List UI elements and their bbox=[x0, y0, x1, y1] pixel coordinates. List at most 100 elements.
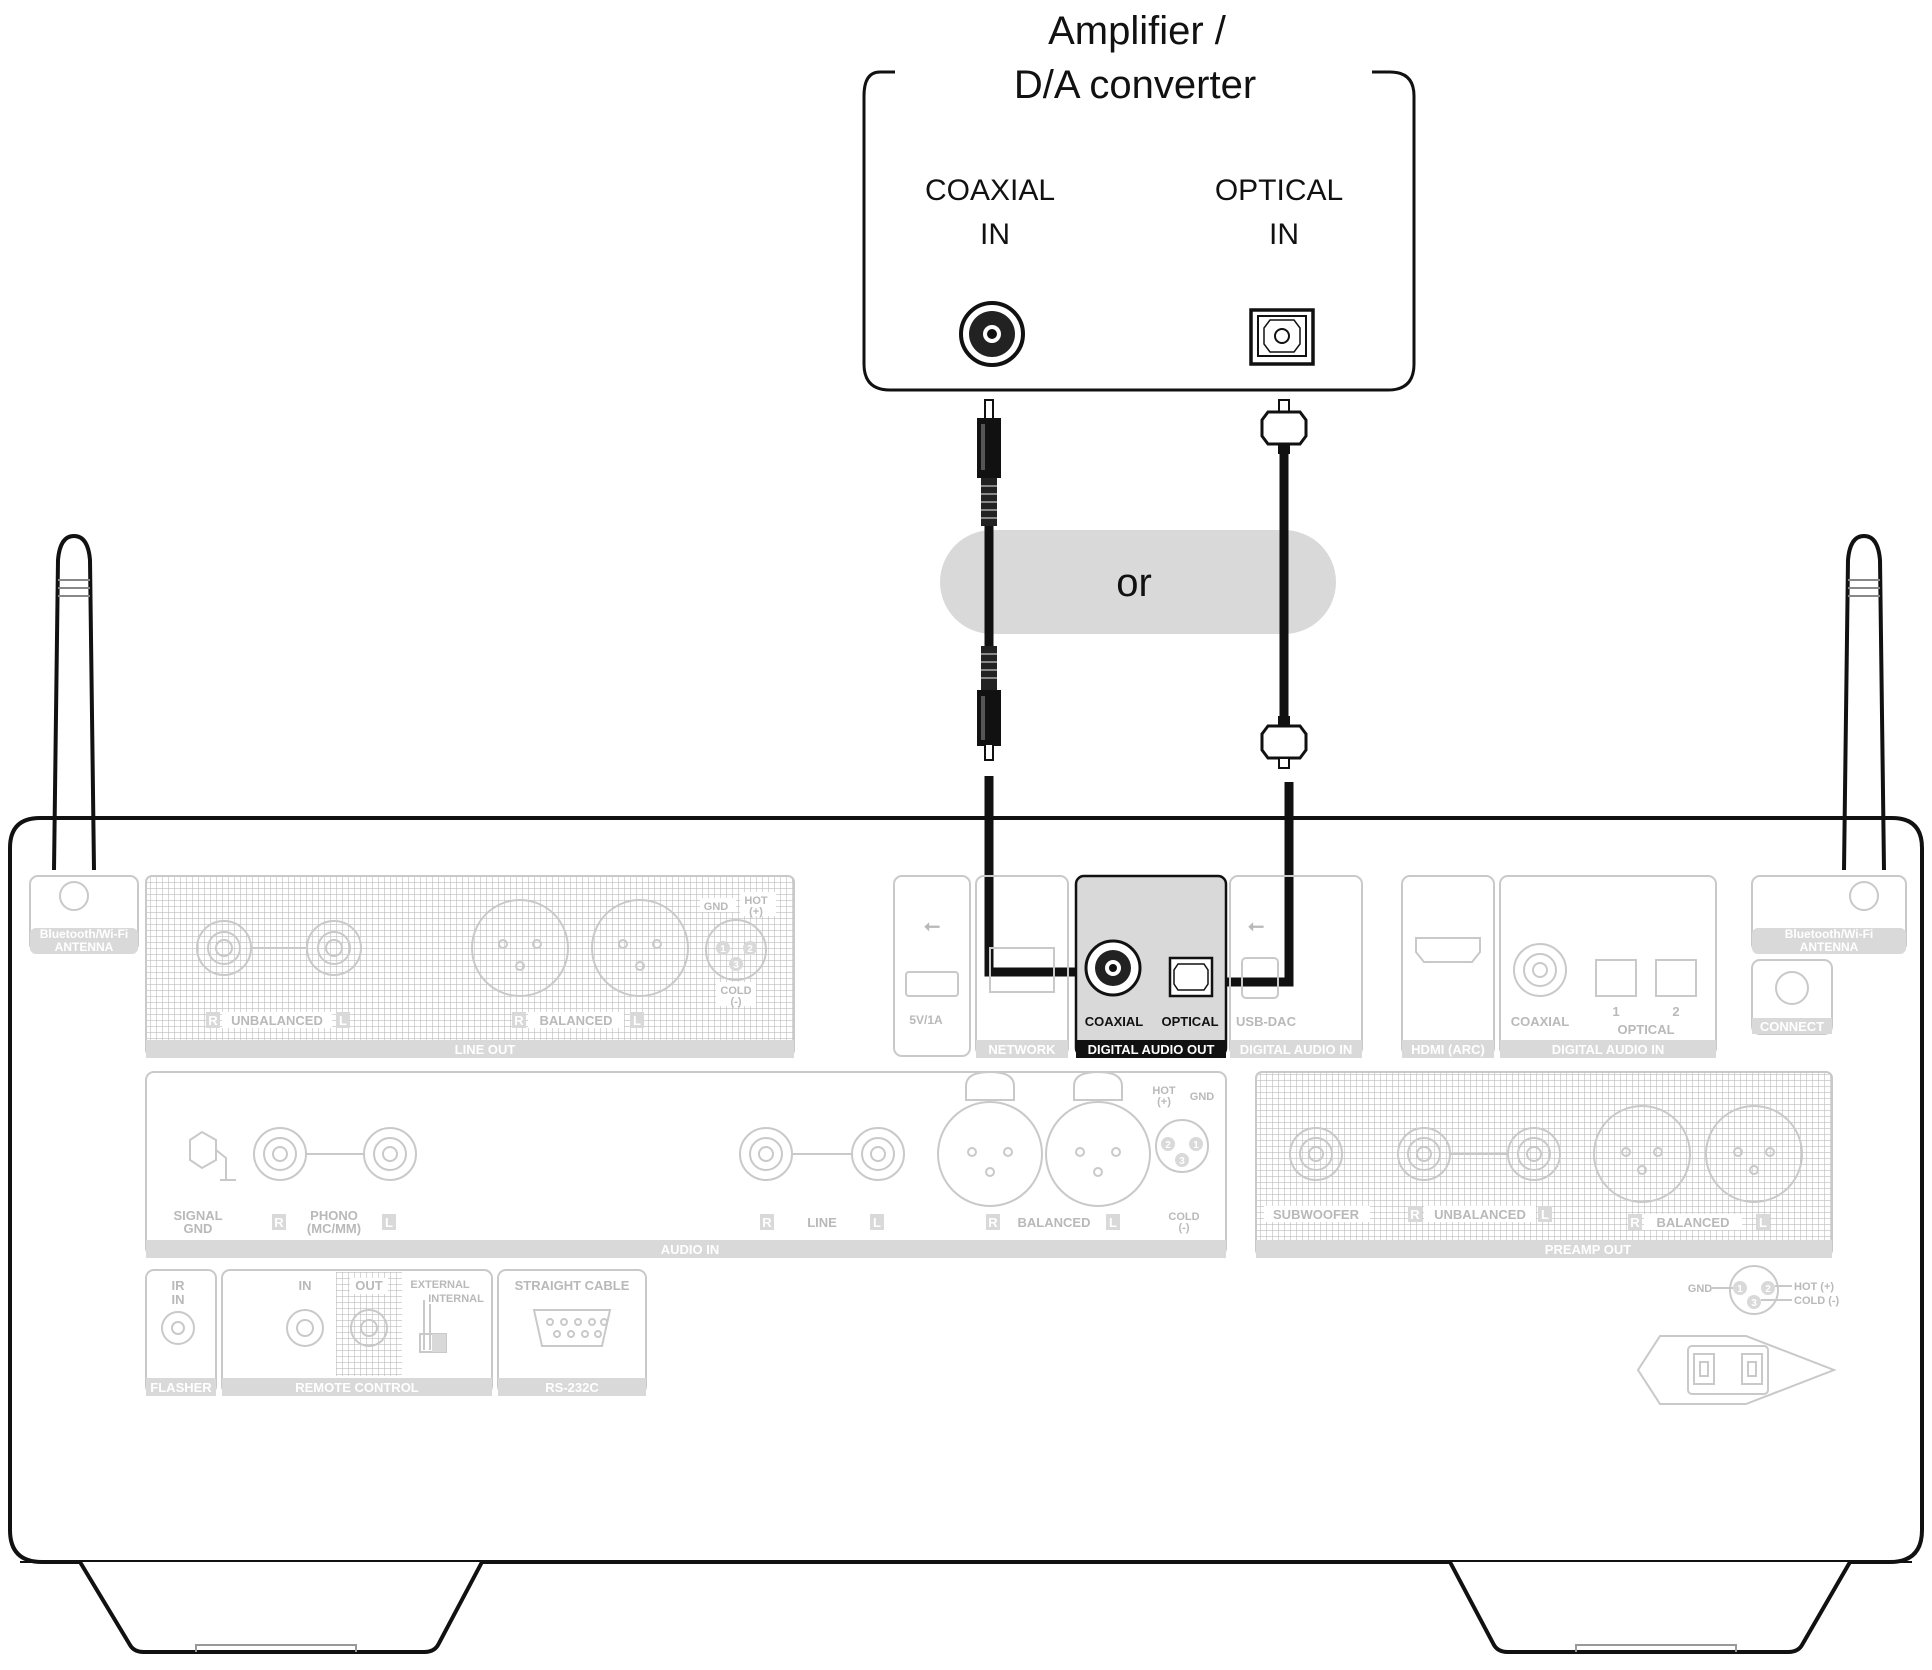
connect-label: CONNECT bbox=[1760, 1019, 1824, 1034]
preamp-xlr-l[interactable] bbox=[1705, 1105, 1803, 1203]
line-out-rca-l[interactable] bbox=[306, 920, 362, 976]
hdmi-arc-label: HDMI (ARC) bbox=[1411, 1042, 1485, 1057]
audio-in-label: AUDIO IN bbox=[661, 1242, 720, 1257]
antenna-left-label-2: ANTENNA bbox=[55, 940, 114, 954]
audio-in-bal-r: R bbox=[988, 1215, 998, 1230]
connect-area: CONNECT bbox=[1751, 959, 1833, 1035]
phono-rca-r[interactable] bbox=[253, 1127, 307, 1181]
antenna-left-base: Bluetooth/Wi-Fi ANTENNA bbox=[29, 875, 139, 954]
flasher-label: FLASHER bbox=[150, 1380, 212, 1395]
rc-out-label: OUT bbox=[355, 1278, 383, 1293]
line-out-unbalanced: UNBALANCED bbox=[231, 1013, 323, 1028]
audio-in-xlr-r[interactable] bbox=[937, 1070, 1043, 1207]
line-out-xlr-r[interactable] bbox=[471, 899, 569, 997]
phono-l: L bbox=[385, 1215, 393, 1230]
network-label: NETWORK bbox=[988, 1042, 1056, 1057]
preamp-bal-l: L bbox=[1759, 1215, 1767, 1230]
or-separator: or bbox=[940, 530, 1336, 634]
line-out-bal-l: L bbox=[633, 1013, 641, 1028]
audio-in-cold-label: COLD bbox=[1168, 1211, 1199, 1223]
phono-rca-l[interactable] bbox=[363, 1127, 417, 1181]
device-coaxial-jack[interactable] bbox=[959, 301, 1025, 367]
subwoofer-rca[interactable] bbox=[1289, 1127, 1343, 1181]
internal-label: INTERNAL bbox=[428, 1293, 484, 1305]
preamp-xlr-r[interactable] bbox=[1593, 1105, 1691, 1203]
antenna-left bbox=[52, 533, 96, 871]
preamp-unbal-l: L bbox=[1541, 1207, 1549, 1222]
remote-control-panel: IN OUT EXTERNAL INTERNAL REMOTE CONTROL bbox=[221, 1269, 493, 1396]
signal-gnd-terminal[interactable] bbox=[189, 1130, 217, 1170]
flasher-panel: IR IN FLASHER bbox=[145, 1269, 217, 1396]
ir-in-jack[interactable] bbox=[161, 1311, 195, 1345]
legend-gnd: GND bbox=[1688, 1283, 1713, 1295]
xlr-pinout-icon: 1 2 3 GND HOT (+) COLD (-) bbox=[700, 892, 776, 1008]
network-port-area: NETWORK bbox=[975, 875, 1069, 1058]
antenna-left-label-1: Bluetooth/Wi-Fi bbox=[40, 927, 129, 941]
preamp-unbalanced: UNBALANCED bbox=[1434, 1207, 1526, 1222]
xlr-pinout-legend: 1 2 3 GND HOT (+) COLD (-) bbox=[1688, 1265, 1840, 1315]
audio-in-hot-label: HOT bbox=[1152, 1085, 1176, 1097]
usb-dac-port[interactable] bbox=[1241, 957, 1279, 999]
line-in-r: R bbox=[762, 1215, 772, 1230]
optical-in-label-line2: IN bbox=[1269, 218, 1299, 251]
phono-label-2: (MC/MM) bbox=[307, 1221, 361, 1236]
antenna-right-base: Bluetooth/Wi-Fi ANTENNA bbox=[1751, 875, 1907, 954]
line-out-panel: LINE OUT R UNBALANCED L R BALANCED L 1 2… bbox=[145, 875, 795, 1058]
hdmi-port[interactable] bbox=[1415, 937, 1481, 963]
optical-1-label: 1 bbox=[1612, 1004, 1619, 1019]
optical-out-jack[interactable] bbox=[1168, 956, 1214, 998]
line-out-l: L bbox=[339, 1013, 347, 1028]
audio-in-panel: AUDIO IN SIGNAL GND R PHONO (MC/MM) L R … bbox=[145, 1070, 1227, 1258]
audio-in-cold-minus: (-) bbox=[1179, 1222, 1190, 1234]
preamp-unbal-r: R bbox=[1410, 1207, 1420, 1222]
optical-in-1-port[interactable] bbox=[1595, 959, 1637, 997]
legend-pin2: 2 bbox=[1765, 1284, 1771, 1295]
xlr-hot-plus: (+) bbox=[749, 906, 763, 918]
audio-in-balanced: BALANCED bbox=[1018, 1215, 1091, 1230]
network-port[interactable] bbox=[989, 947, 1055, 993]
line-out-xlr-l[interactable] bbox=[591, 899, 689, 997]
digital-audio-in-label-2: DIGITAL AUDIO IN bbox=[1552, 1042, 1664, 1057]
preamp-bal-r: R bbox=[1630, 1215, 1640, 1230]
audio-in-xlr-l[interactable] bbox=[1045, 1070, 1151, 1207]
audio-in-xlr-pinout-icon: 2 1 3 HOT (+) GND COLD (-) bbox=[1152, 1085, 1214, 1234]
phono-r: R bbox=[274, 1215, 284, 1230]
coaxial-in-jack[interactable] bbox=[1513, 943, 1567, 997]
line-out-balanced: BALANCED bbox=[540, 1013, 613, 1028]
coaxial-out-label: COAXIAL bbox=[1085, 1014, 1144, 1029]
usb-power-label: 5V/1A bbox=[909, 1013, 943, 1027]
rc-out-jack[interactable] bbox=[350, 1309, 388, 1347]
legend-cold: COLD (-) bbox=[1794, 1295, 1840, 1307]
line-out-bal-r: R bbox=[514, 1013, 524, 1028]
line-in-rca-l[interactable] bbox=[851, 1127, 905, 1181]
coaxial-out-jack[interactable] bbox=[1084, 939, 1142, 997]
connect-button[interactable] bbox=[1775, 971, 1809, 1005]
usb-port-area: ⭠ 5V/1A bbox=[893, 875, 971, 1057]
rs232c-port[interactable] bbox=[532, 1309, 612, 1347]
usb-dac-area: ⭠ USB-DAC DIGITAL AUDIO IN bbox=[1229, 875, 1363, 1058]
ir-label-2: IN bbox=[172, 1292, 185, 1307]
optical-2-label: 2 bbox=[1672, 1004, 1679, 1019]
optical-in-2-port[interactable] bbox=[1655, 959, 1697, 997]
amplifier-device: Amplifier / D/A converter COAXIAL IN OPT… bbox=[862, 9, 1416, 392]
straight-cable-label: STRAIGHT CABLE bbox=[515, 1278, 630, 1293]
xlr-hot-label: HOT bbox=[744, 895, 768, 907]
pin2-label: 2 bbox=[747, 944, 753, 955]
usb-port[interactable] bbox=[905, 971, 959, 997]
rc-in-jack[interactable] bbox=[286, 1309, 324, 1347]
device-title-line1: Amplifier / bbox=[1048, 9, 1227, 53]
line-in-label: LINE bbox=[807, 1215, 837, 1230]
xlr-gnd-label: GND bbox=[704, 901, 729, 913]
signal-gnd-label-2: GND bbox=[184, 1221, 213, 1236]
phono-label-1: PHONO bbox=[310, 1208, 358, 1223]
external-label: EXTERNAL bbox=[410, 1279, 470, 1291]
hdmi-area: HDMI (ARC) bbox=[1401, 875, 1495, 1058]
ac-power-inlet[interactable] bbox=[1636, 1335, 1837, 1405]
device-optical-jack[interactable] bbox=[1249, 308, 1315, 366]
digital-audio-out-panel: DIGITAL AUDIO OUT COAXIAL OPTICAL bbox=[1074, 874, 1228, 1058]
xlr-cold-label: COLD bbox=[720, 985, 751, 997]
preamp-rca-l[interactable] bbox=[1507, 1127, 1561, 1181]
line-in-rca-r[interactable] bbox=[739, 1127, 793, 1181]
pin3-label: 3 bbox=[733, 960, 739, 971]
